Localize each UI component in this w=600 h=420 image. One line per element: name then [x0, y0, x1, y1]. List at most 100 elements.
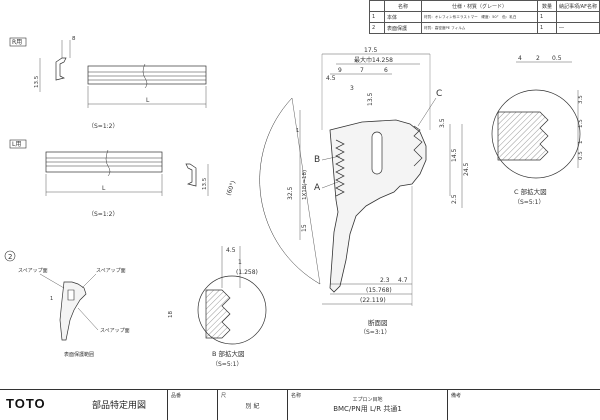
section-ribs-c	[413, 125, 423, 167]
spec-h-no	[369, 0, 385, 12]
section-dim-3: 3	[350, 85, 354, 92]
section-dim-175: 17.5	[364, 47, 378, 54]
detail-b-dim-45: 4.5	[226, 247, 236, 254]
spec-h-note: 納記事項/AF名称	[556, 0, 600, 12]
spec-row-note: ―	[556, 22, 600, 34]
code-header: 品番	[171, 393, 182, 399]
detail-c-dim-r2: 1.5	[578, 119, 584, 128]
toto-logo: TOTO	[6, 396, 46, 411]
detail-c-dim-r4: 0.5	[578, 151, 584, 160]
section-dim-135: 13.5	[367, 92, 374, 106]
section-dim-max: 最大巾14.258	[354, 56, 393, 64]
section-dim-325: 32.5	[287, 186, 294, 200]
detail-b-scale: （S=5:1）	[212, 361, 243, 368]
r-view-label: R用	[12, 39, 22, 46]
spec-h-name: 名称	[384, 0, 422, 12]
spec-row: 2 表面保護 材質：高密度PE フィルム 1 ―	[369, 22, 600, 34]
section-label-b: B	[314, 155, 320, 165]
section-dim-6: 6	[384, 67, 388, 74]
r-view-scale: （S=1:2）	[88, 123, 119, 130]
spare-label-c: スペアップ面	[100, 328, 130, 334]
section-view: (60°) A B C 17.5 最大巾14.258 9 7 6 4.5 3 1…	[225, 47, 470, 336]
section-dim-60: (60°)	[225, 180, 237, 197]
detail-b: 4.5 1 (1.258) 18 B 部拡大図 （S=5:1）	[168, 246, 267, 368]
section-dim-15768: (15.768)	[366, 287, 392, 294]
r-dim-8: 8	[72, 36, 76, 42]
section-dim-35: 3.5	[439, 118, 446, 128]
doc-type: 部品特定用図	[92, 401, 147, 411]
detail-b-dim-18: 18	[168, 311, 174, 318]
detail-c-dim-4: 4	[518, 55, 522, 62]
section-slot	[371, 131, 383, 175]
spec-header-row: 名称 仕様・材質（グレード） 数量 納記事項/AF名称	[369, 0, 600, 12]
l-dim-L: L	[102, 185, 106, 192]
detail-c-title: C 部拡大図	[514, 187, 547, 196]
spec-row-name: 本体	[384, 11, 422, 23]
spec-row-spec: 材質：オレフィン系エラストマー 硬度：50° 色：乳白	[421, 11, 538, 23]
detail-c-dim-2: 2	[536, 55, 540, 62]
section-dim-15: 15	[301, 224, 308, 232]
l-view: L用 13.5 L （S=1:2）	[9, 139, 209, 218]
l-view-label: L用	[12, 141, 21, 148]
spec-row: 1 本体 材質：オレフィン系エラストマー 硬度：50° 色：乳白 1	[369, 11, 600, 23]
section-dim-145: 14.5	[451, 148, 458, 162]
spec-row-note	[556, 11, 600, 23]
r-view: R用 13.5 8 L （S=1:2）	[9, 36, 207, 130]
title-block-scale: 尺 別 紀	[218, 390, 288, 420]
name-header: 名称	[291, 393, 302, 399]
section-dim-47: 4.7	[398, 277, 408, 284]
detail-c-dim-r1: 3.5	[578, 95, 584, 104]
section-dim-9: 9	[338, 67, 342, 74]
section-dim-25: 2.5	[451, 194, 458, 204]
angle-arc	[259, 97, 321, 285]
spec-row-qty: 1	[537, 22, 557, 34]
section-dim-1: 1	[296, 128, 299, 134]
spec-row-qty: 1	[537, 11, 557, 23]
spare-label-d: 表面保護範囲	[64, 351, 94, 358]
spec-row-spec: 材質：高密度PE フィルム	[421, 22, 538, 34]
spare-view: 2 スペアップ面 スペアップ面 スペアップ面 表面保護範囲 1	[4, 250, 130, 358]
section-title: 断面図	[368, 318, 388, 327]
scale-value: 別 紀	[245, 403, 260, 410]
section-profile	[329, 119, 427, 293]
spec-h-qty: 数量	[537, 0, 557, 12]
ref-header: 備考	[451, 393, 462, 399]
name-value-2: BMC/PN用 L/R 共通1	[333, 405, 402, 413]
r-end-profile	[55, 57, 67, 81]
section-dim-7: 7	[360, 67, 364, 74]
section-dim-245: 24.5	[463, 162, 470, 176]
spec-table: 名称 仕様・材質（グレード） 数量 納記事項/AF名称 1 本体 材質：オレフィ…	[369, 0, 600, 36]
title-block: TOTO 部品特定用図 品番 尺 別 紀 名称 エプロン目地 BMC/PN用 L…	[0, 389, 600, 420]
detail-c-scale: （S=5:1）	[514, 199, 545, 206]
l-dim-135: 13.5	[202, 177, 208, 190]
spare-profile	[59, 281, 87, 341]
r-dim-L: L	[146, 97, 150, 104]
section-teeth-a	[335, 139, 345, 197]
name-value-1: エプロン目地	[352, 397, 383, 403]
detail-c: 4 2 0.5 3.5 1.5 1 0.5 C 部拡大図 （S=5:1）	[491, 55, 584, 206]
l-view-scale: （S=1:2）	[88, 211, 119, 218]
section-label-a: A	[314, 183, 321, 193]
section-dim-45: 4.5	[326, 75, 336, 82]
section-scale: （S=3:1）	[360, 329, 391, 336]
l-end-profile	[185, 163, 197, 187]
title-block-code: 品番	[168, 390, 218, 420]
spare-label-b: スペアップ面	[96, 268, 126, 274]
title-block-name: 名称 エプロン目地 BMC/PN用 L/R 共通1	[288, 390, 448, 420]
spec-row-no: 2	[369, 22, 385, 34]
section-dim-1x18: 1X18(=18)	[302, 170, 308, 200]
detail-c-dim-r3: 1	[578, 141, 584, 145]
r-dim-135: 13.5	[34, 75, 40, 88]
detail-b-dim-1: 1	[238, 259, 242, 266]
section-dim-22119: (22.119)	[360, 297, 386, 304]
spare-label-a: スペアップ面	[18, 268, 48, 274]
spec-h-spec: 仕様・材質（グレード）	[421, 0, 538, 12]
section-label-c: C	[436, 89, 442, 99]
r-bar-body	[87, 65, 207, 85]
spare-circle-no: 2	[8, 253, 12, 261]
spec-row-name: 表面保護	[384, 22, 422, 34]
detail-c-dim-05: 0.5	[552, 55, 562, 62]
section-dim-23: 2.3	[380, 277, 390, 284]
detail-b-title: B 部拡大図	[212, 349, 245, 358]
